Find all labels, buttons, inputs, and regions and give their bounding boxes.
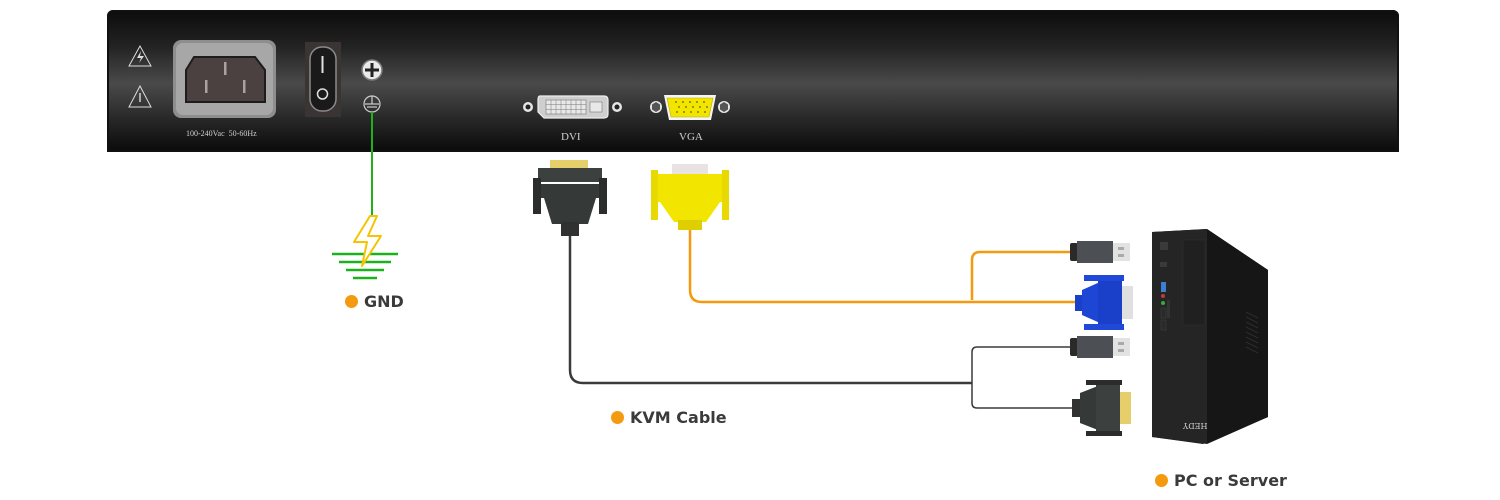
kvm-cable-label-text: KVM Cable [630, 408, 727, 427]
dvi-plug-pc-side [1072, 380, 1131, 436]
vga-port-label: VGA [679, 131, 703, 143]
kvm-cable-label: KVM Cable [611, 408, 727, 427]
vga-kvm-cable-usb-branch [970, 250, 1072, 300]
dvi-port[interactable] [523, 95, 622, 119]
ground-symbol-icon [363, 95, 381, 113]
vga-plug-pc-side [1075, 275, 1133, 330]
usb-plug-icon [1070, 241, 1130, 263]
power-rating-label: 100-240Vac 50-60Hz [186, 129, 257, 138]
vga-kvm-cable [688, 230, 1075, 304]
gnd-label: GND [345, 292, 404, 311]
usb-plug-icon [1070, 336, 1130, 358]
dvi-kvm-cable [568, 236, 972, 385]
pc-tower-icon [1152, 229, 1268, 444]
pc-or-server-label: PC or Server [1155, 471, 1287, 490]
power-switch-icon[interactable] [305, 42, 341, 117]
caution-warning-icon [128, 84, 152, 108]
dvi-cable-connector [533, 160, 607, 236]
bullet-dot-icon [611, 411, 624, 424]
power-inlet-icon [173, 40, 276, 118]
vga-port[interactable] [650, 95, 730, 120]
earth-ground-icon [332, 215, 398, 280]
pc-brand-label: HEDY [1183, 421, 1208, 430]
dvi-kvm-cable-usb-branch [971, 346, 1072, 383]
dvi-kvm-cable-video-branch [971, 383, 1075, 409]
vga-cable-connector [651, 164, 729, 230]
gnd-label-text: GND [364, 292, 404, 311]
pc-or-server-label-text: PC or Server [1174, 471, 1287, 490]
bullet-dot-icon [1155, 474, 1168, 487]
bullet-dot-icon [345, 295, 358, 308]
high-voltage-warning-icon [128, 44, 152, 67]
dvi-port-label: DVI [561, 131, 581, 143]
ground-screw-icon[interactable] [361, 59, 383, 81]
